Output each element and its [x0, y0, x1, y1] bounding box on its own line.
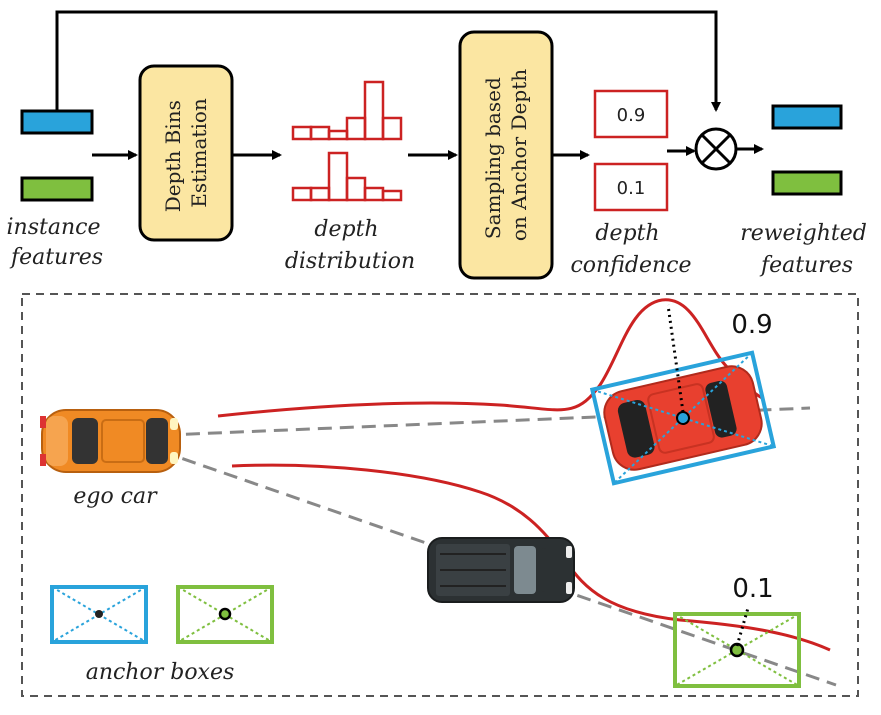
- depth-distribution-histogram-top: [291, 80, 403, 141]
- ego-car: [40, 409, 181, 473]
- confidence-pointer-upper: [666, 304, 685, 413]
- red-car-group: [589, 350, 777, 486]
- instance-features-label: instance features: [7, 215, 108, 270]
- ego-car-label: ego car: [73, 484, 158, 509]
- instance-feature-blue: [20, 109, 94, 135]
- confidence-pointer-lower: [735, 607, 750, 647]
- scene-confidence-lower: 0.1: [732, 574, 773, 604]
- legend-anchor-box-blue: [50, 585, 148, 644]
- depth-curve-upper: [217, 298, 763, 418]
- reweighted-feature-green: [771, 170, 843, 196]
- skip-connection-arrow: [55, 10, 721, 112]
- legend-anchor-box-green: [176, 585, 274, 644]
- circled-times-icon: [694, 127, 738, 171]
- depth-distribution-label: depth distribution: [285, 217, 415, 274]
- confidence-box-low: [593, 162, 669, 212]
- confidence-box-high: [593, 89, 669, 139]
- reweighted-features-label: reweighted features: [740, 221, 874, 278]
- confidence-value-low: 0.1: [617, 178, 646, 199]
- anchor-boxes-label: anchor boxes: [86, 660, 235, 685]
- confidence-value-high: 0.9: [617, 105, 646, 126]
- scene-panel: [21, 293, 859, 697]
- depth-bins-estimation-label: Depth Bins Estimation: [161, 94, 211, 213]
- sampling-anchor-depth-box: [458, 30, 554, 280]
- scene-confidence-upper: 0.9: [731, 310, 772, 340]
- dark-car: [427, 537, 575, 603]
- instance-feature-green: [20, 176, 94, 202]
- depth-confidence-label: depth confidence: [570, 221, 691, 278]
- anchor-box-blue-on-car: [589, 350, 777, 486]
- depth-distribution-histogram-bottom: [291, 151, 403, 202]
- sampling-anchor-depth-label: Sampling based on Anchor Depth: [481, 69, 531, 241]
- reweighted-feature-blue: [771, 104, 843, 130]
- depth-bins-estimation-box: [138, 64, 234, 242]
- anchor-box-green-far: [673, 612, 801, 688]
